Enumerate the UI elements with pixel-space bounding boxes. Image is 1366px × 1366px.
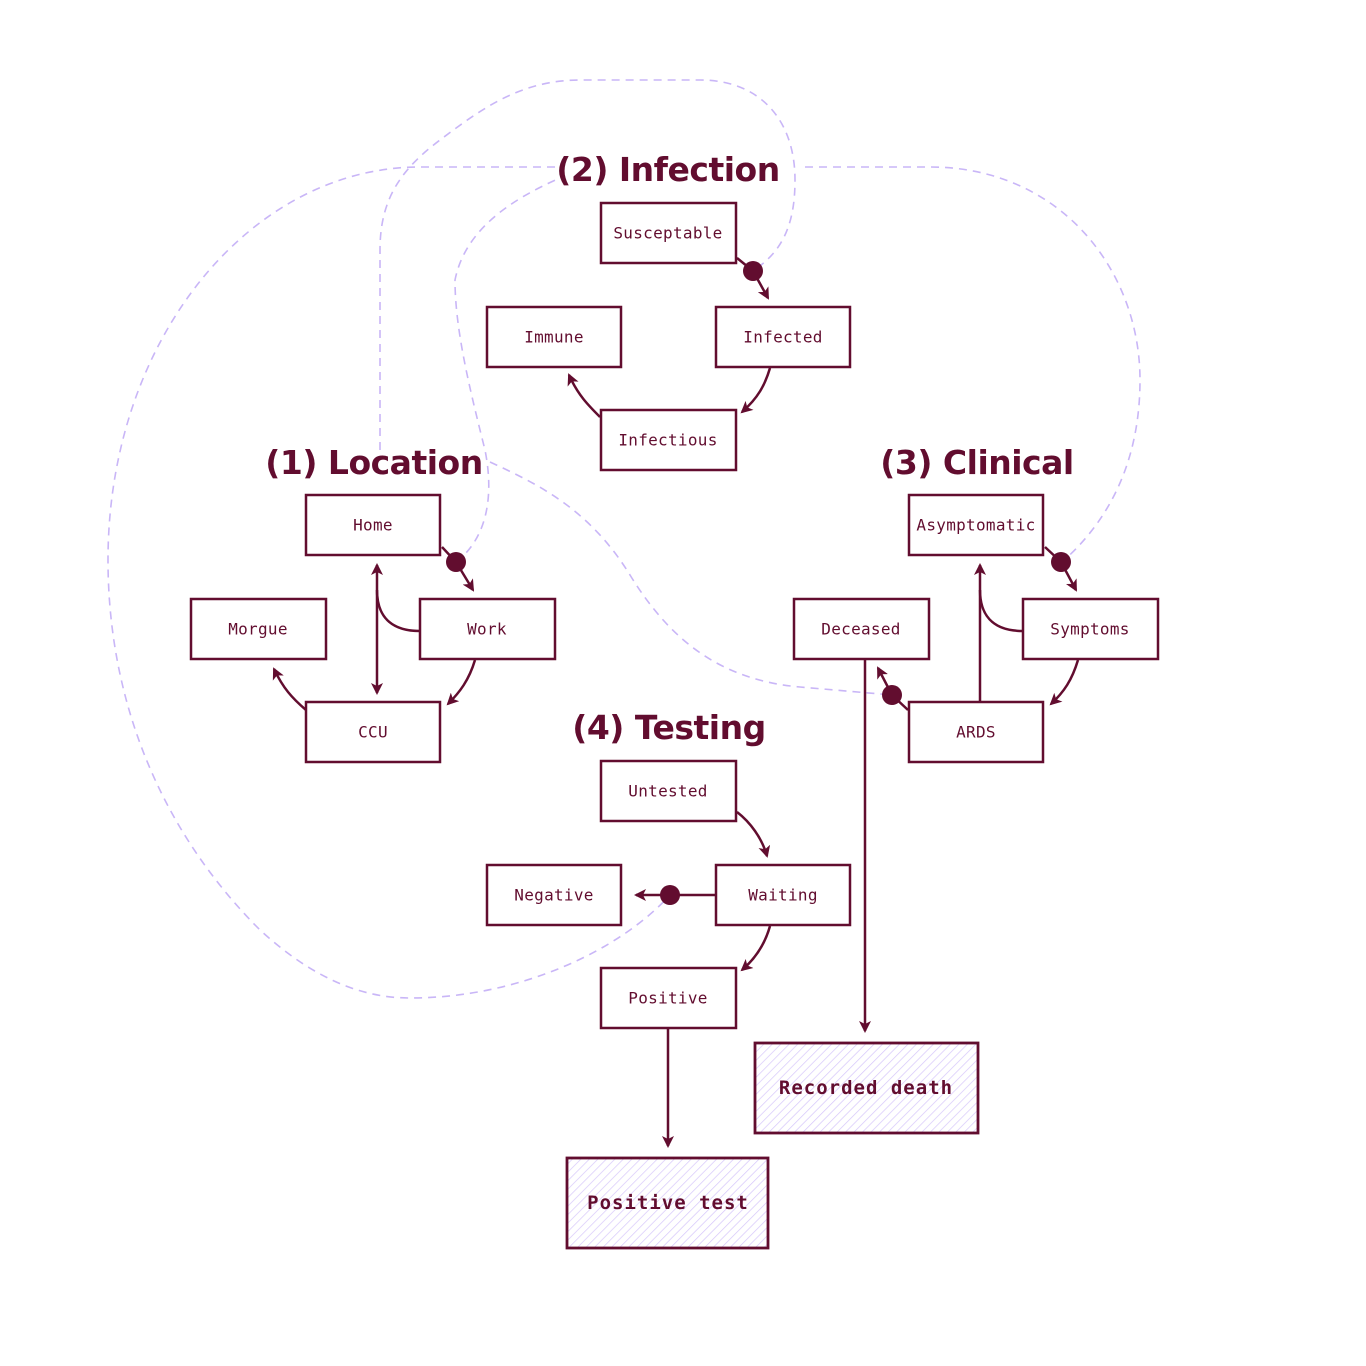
group-title-location: (1) Location [265,443,482,482]
node-ards[interactable]: ARDS [907,700,1045,764]
trigger-dot-infection [743,261,763,281]
node-label: Home [353,516,393,535]
node-infected[interactable]: Infected [714,305,852,369]
node-label: Negative [514,886,593,905]
dashed-link-infection-trigger [379,79,796,450]
node-infectious[interactable]: Infectious [599,408,738,472]
node-negative[interactable]: Negative [485,863,623,927]
dashed-link-testing-trigger [107,166,671,999]
node-label: Recorded death [779,1077,953,1099]
edge-infectious-immune [567,373,601,418]
node-deceased[interactable]: Deceased [792,597,931,661]
dashed-link-clinical-trigger [805,166,1141,563]
node-label: Infectious [618,431,717,450]
node-home[interactable]: Home [304,493,442,557]
node-ccu[interactable]: CCU [304,700,442,764]
node-label: Symptoms [1050,620,1129,639]
node-label: Asymptomatic [916,516,1035,535]
trigger-dot-death [882,685,902,705]
edge-symptoms-asymptomatic [978,589,1024,633]
edge-untested-waiting [736,811,771,858]
node-symptoms[interactable]: Symptoms [1021,597,1160,661]
node-untested[interactable]: Untested [599,759,738,823]
trigger-dot-location [446,552,466,572]
node-label: Deceased [821,620,900,639]
node-morgue[interactable]: Morgue [189,597,328,661]
node-label: Morgue [228,620,288,639]
node-work[interactable]: Work [418,597,557,661]
edge-symptoms-ards [1049,659,1080,706]
node-label: Untested [628,782,707,801]
trigger-dot-clinical [1051,552,1071,572]
node-label: Positive test [587,1192,749,1214]
node-label: Susceptable [613,224,722,243]
trigger-dot-testing [660,885,680,905]
edge-work-ccu [446,659,477,706]
edge-work-home [375,589,421,633]
node-susceptable[interactable]: Susceptable [599,201,738,265]
node-positive-test[interactable]: Positive test [565,1156,770,1250]
node-label: Immune [524,328,584,347]
node-label: Waiting [748,886,818,905]
node-label: Work [467,620,507,639]
group-title-infection: (2) Infection [556,150,779,189]
dashed-link-location-trigger [454,177,561,563]
transitions [272,257,1080,1148]
node-label: CCU [358,723,388,742]
edge-ccu-morgue [272,667,307,711]
group-titles: (1) Location (2) Infection (3) Clinical … [265,150,1074,747]
node-immune[interactable]: Immune [485,305,623,369]
cross-group-links [107,79,1141,999]
edge-infected-infectious [740,367,772,414]
dashed-link-death-trigger [489,461,893,696]
node-label: ARDS [956,723,996,742]
node-positive[interactable]: Positive [599,966,738,1030]
node-waiting[interactable]: Waiting [714,863,852,927]
node-label: Positive [628,989,707,1008]
nodes: Susceptable Immune Infected Infectious H… [189,201,1160,1250]
trigger-dots [446,261,1071,905]
group-title-clinical: (3) Clinical [880,443,1073,482]
group-title-testing: (4) Testing [572,708,765,747]
edge-waiting-positive [740,925,772,972]
node-label: Infected [743,328,822,347]
node-asymptomatic[interactable]: Asymptomatic [907,493,1045,557]
node-recorded-death[interactable]: Recorded death [753,1041,980,1135]
